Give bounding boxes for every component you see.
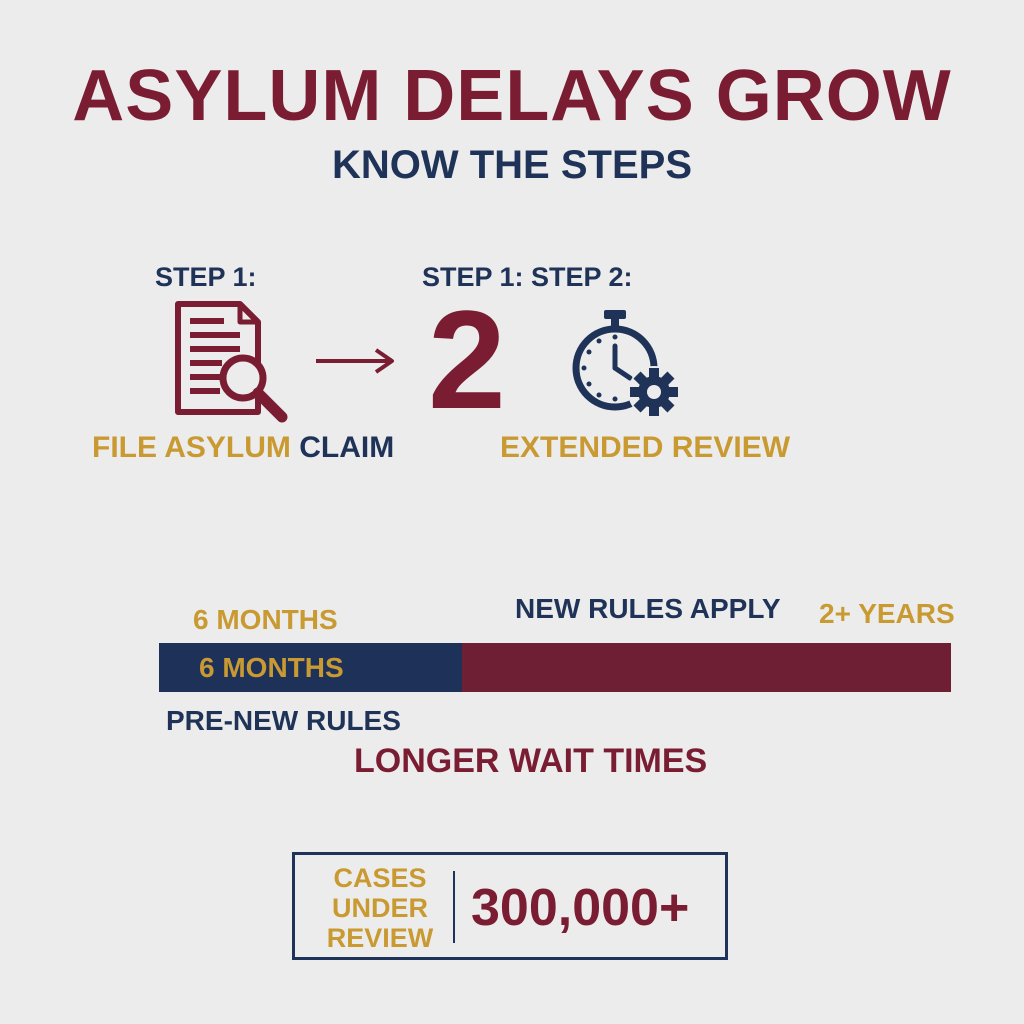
step-1-caption-part1: FILE ASYLUM (92, 431, 291, 464)
stat-label-line-2: UNDER (331, 893, 428, 923)
document-magnifier-icon (170, 300, 295, 425)
step-1-caption-part2: CLAIM (299, 431, 395, 464)
step-2-caption: EXTENDED REVIEW (500, 431, 791, 464)
stat-value: 300,000+ (471, 879, 690, 937)
step-1-label: STEP 1: (155, 262, 257, 292)
step-number: 2 (428, 281, 506, 438)
page-title: ASYLUM DELAYS GROW (72, 56, 952, 136)
stat-label: CASES UNDER REVIEW (325, 863, 435, 953)
step-1-label-secondary: STEP 1: (422, 262, 524, 292)
step-1-caption: FILE ASYLUM CLAIM (92, 431, 394, 465)
stopwatch-gear-icon (568, 306, 688, 424)
stat-label-line-1: CASES (333, 863, 427, 893)
arrow-right-icon (312, 346, 396, 376)
timeline-label-new-rules: NEW RULES APPLY (515, 593, 781, 624)
page-subtitle: KNOW THE STEPS (331, 143, 693, 187)
step-2-label: STEP 2: (531, 262, 633, 292)
stat-divider (453, 871, 455, 943)
timeline-bar: 6 MONTHS (159, 643, 951, 692)
timeline-label-pre-new-rules: PRE-NEW RULES (166, 705, 401, 736)
timeline-label-pre: 6 MONTHS (193, 604, 338, 635)
stat-label-line-3: REVIEW (326, 923, 434, 953)
timeline-segment-pre-label: 6 MONTHS (199, 652, 344, 683)
stat-box: CASES UNDER REVIEW 300,000+ (292, 852, 728, 960)
timeline-segment-post (462, 643, 951, 692)
timeline-label-end: 2+ YEARS (819, 598, 955, 629)
timeline-label-longer-wait: LONGER WAIT TIMES (354, 742, 708, 780)
timeline-segment-pre: 6 MONTHS (159, 643, 462, 692)
